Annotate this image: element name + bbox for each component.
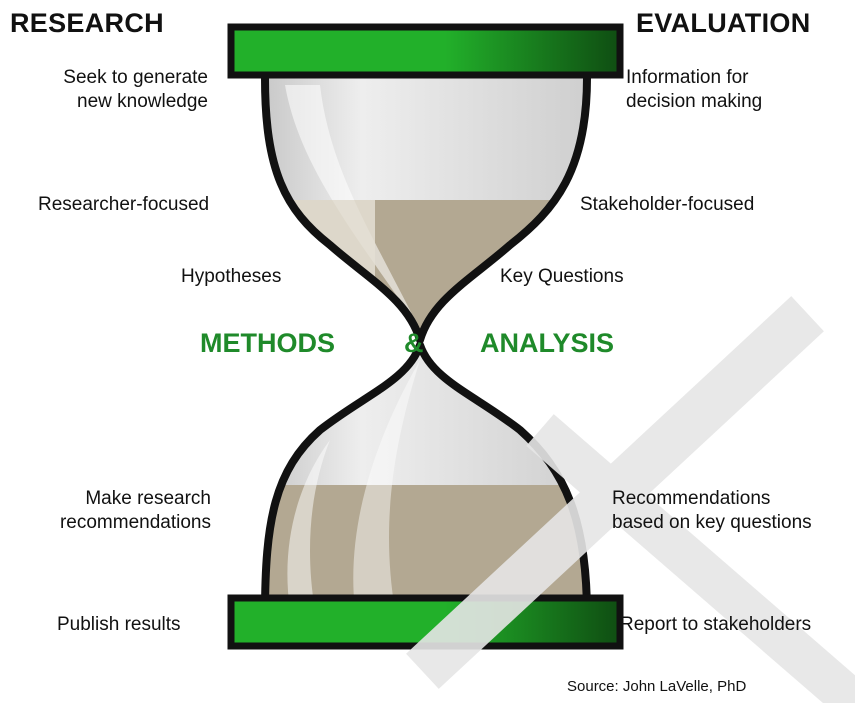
- left-recommend-line-1: Make research: [85, 488, 211, 509]
- left-recommend-label: Make research recommendations: [0, 487, 211, 535]
- bottom-highlight: [353, 360, 420, 610]
- left-top-label: Seek to generate new knowledge: [0, 66, 208, 114]
- analysis-label: ANALYSIS: [480, 328, 615, 358]
- left-top-line-2: new knowledge: [77, 91, 208, 112]
- right-top-label: Information for decision making: [626, 66, 762, 114]
- methods-label: METHODS: [200, 328, 335, 358]
- left-recommend-line-2: recommendations: [59, 512, 211, 533]
- left-question-label: Hypotheses: [181, 266, 282, 287]
- left-top-line-1: Seek to generate: [63, 67, 208, 88]
- watermark-graphic: [406, 296, 855, 703]
- right-question-label: Key Questions: [500, 266, 624, 287]
- right-top-line-2: decision making: [626, 91, 763, 112]
- left-report-label: Publish results: [57, 614, 181, 635]
- source-credit: Source: John LaVelle, PhD: [567, 678, 747, 695]
- left-focus-label: Researcher-focused: [38, 194, 210, 215]
- ampersand-label: &: [404, 328, 424, 358]
- top-cap: [227, 23, 624, 79]
- right-recommend-line-2: based on key questions: [612, 512, 812, 533]
- right-focus-label: Stakeholder-focused: [580, 194, 755, 215]
- right-recommend-label: Recommendations based on key questions: [612, 487, 812, 535]
- right-top-line-1: Information for: [626, 67, 749, 88]
- heading-evaluation: EVALUATION: [636, 8, 811, 38]
- right-report-label: Report to stakeholders: [620, 614, 812, 635]
- heading-research: RESEARCH: [10, 8, 164, 38]
- right-recommend-line-1: Recommendations: [612, 488, 771, 509]
